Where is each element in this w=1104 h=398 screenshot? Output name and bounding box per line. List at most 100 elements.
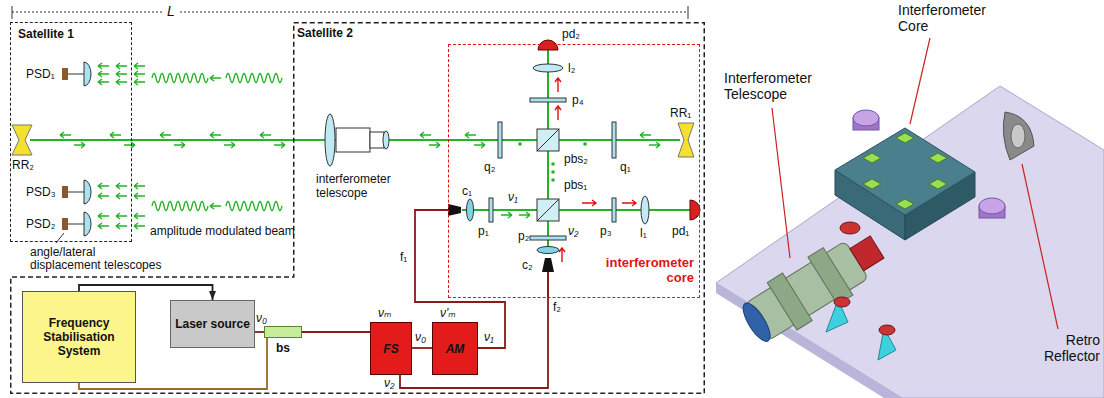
position-sensitive-detector [68,74,84,75]
telescope [325,114,389,166]
position-sensitive-detector [84,180,91,204]
modulated-wave [152,202,208,211]
laser-beam [224,142,235,148]
position-sensitive-detector [62,68,68,80]
position-sensitive-detector [62,218,68,230]
position-sensitive-detector [56,62,91,243]
dimension-line [688,6,689,19]
detector-label: PSD₁ [26,67,55,81]
core-model [834,297,850,307]
component-label: pd₂ [562,27,580,41]
core-optics [518,142,522,146]
component-label: q₁ [620,160,631,174]
component-label: bs [251,341,315,355]
retro-reflector [678,123,694,157]
satellite-heading: Satellite 1 [18,27,74,41]
core-model [896,199,914,209]
beam-arrows [98,79,109,85]
core-optics [467,199,474,221]
retro-reflector-model [1011,124,1025,148]
beam-arrows [134,223,145,229]
beam-arrows [210,203,221,209]
component-label: p₄ [572,93,584,107]
retro-reflector [12,125,32,155]
core-optics [547,272,549,298]
telescope [325,114,335,166]
position-sensitive-detector [68,224,84,225]
beam-arrows [116,79,127,85]
beam-arrows [98,71,109,77]
telescope [336,128,370,152]
laser-beam [60,132,71,138]
core-model [863,179,881,189]
callout-label: Retro Reflector [1026,332,1100,364]
laser-beam [74,142,85,148]
laser-beam [429,142,440,148]
fibre-connector [302,331,370,333]
core-optics [537,129,559,151]
core-optics [498,122,502,158]
reflector-label: RR₂ [12,158,34,172]
dimension-label: L [164,3,178,19]
beam-arrows [116,63,127,69]
core-optics [489,198,493,222]
component-label: c₂ [522,258,533,272]
core-optics [501,212,512,218]
core-optics [462,209,690,211]
beam-arrows [134,79,145,85]
beam-arrows [98,213,109,219]
beam-label: amplitude modulated beam [150,224,295,238]
core-optics [622,200,636,206]
core-model [863,153,881,163]
region-label: interferometer core [594,255,694,285]
core-optics [690,200,700,220]
fibre-connector [400,298,548,388]
component-label: pd₁ [672,224,689,238]
telescope-model [767,273,812,330]
fibre-label: f₁ [400,250,407,264]
component-label: p₃ [600,224,612,238]
core-optics [537,199,559,221]
beam-arrows [98,193,109,199]
callout-label: Interferometer Telescope [724,70,836,102]
core-model [929,179,947,189]
component-label: c₁ [462,184,472,198]
beam-arrows [116,71,127,77]
modulated-wave [152,74,282,211]
fibre-connector [412,347,432,349]
modulator-box: FS [370,322,412,375]
box-label: Laser source [175,317,250,331]
laser-beam [210,132,221,138]
core-optics [612,122,616,158]
frequency-label: ν₂ [384,376,395,390]
core-model [896,133,914,143]
core-model [979,198,1005,214]
laser-beam [160,132,171,138]
laser-beam [124,142,135,148]
component-label: pbs₂ [564,152,588,166]
core-optics [533,64,563,72]
laser-beam [174,142,185,148]
box-label: AM [446,342,465,356]
leader-line [772,38,1058,329]
modulated-wave [226,74,282,83]
core-optics [551,170,555,174]
laser-beam [640,132,651,138]
core-model [879,325,895,335]
core-optics [448,40,700,298]
beam-arrows [98,183,109,189]
core-model [826,110,1005,360]
modulated-wave [152,74,208,83]
component-label: l₁ [640,226,647,240]
beam-arrows [210,75,221,81]
telescope-model [808,248,853,305]
core-optics [559,248,565,262]
core-optics [530,98,566,102]
frequency-label: ν₀ [415,330,426,344]
position-sensitive-detector [68,192,84,193]
frequency-label: ν'ₘ [440,306,456,320]
core-optics [641,196,649,224]
position-sensitive-detector [84,212,91,236]
